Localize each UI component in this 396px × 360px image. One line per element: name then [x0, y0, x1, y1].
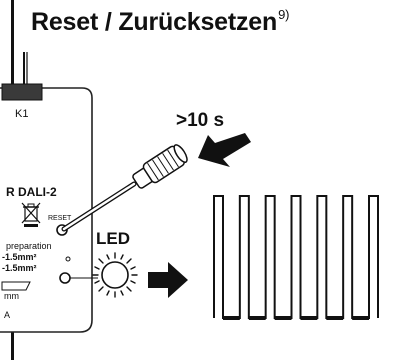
press-duration: >10 s: [176, 110, 224, 131]
screwdriver-icon: [61, 144, 188, 232]
title-text: Reset / Zurücksetzen: [31, 8, 278, 36]
pulse-waveform: [213, 195, 379, 319]
spec-line-1: -1.5mm²: [2, 252, 37, 262]
indicator-dot: [65, 256, 71, 262]
page-title: Reset / Zurücksetzen9): [31, 6, 290, 37]
footnote-marker: 9): [278, 6, 290, 22]
spec-line-3: mm: [4, 291, 19, 301]
weee-bin-icon: [21, 202, 41, 227]
cable-icon: [23, 52, 28, 84]
spec-line-2: -1.5mm²: [2, 263, 37, 273]
reset-label: RESET: [48, 215, 72, 222]
led-label: LED: [96, 229, 130, 248]
press-arrow-icon: [198, 133, 251, 167]
spec-heading: preparation: [6, 241, 52, 251]
device-led: [59, 272, 71, 284]
terminal-block: [1, 83, 43, 101]
device-model: R DALI-2: [6, 185, 57, 199]
right-arrow-icon: [148, 262, 188, 298]
spec-line-4: A: [4, 310, 10, 320]
connector-tab: [1, 281, 31, 291]
led-light-icon: [92, 252, 138, 298]
terminal-label: K1: [15, 108, 28, 120]
blink-pulse-train-icon: [213, 195, 379, 320]
